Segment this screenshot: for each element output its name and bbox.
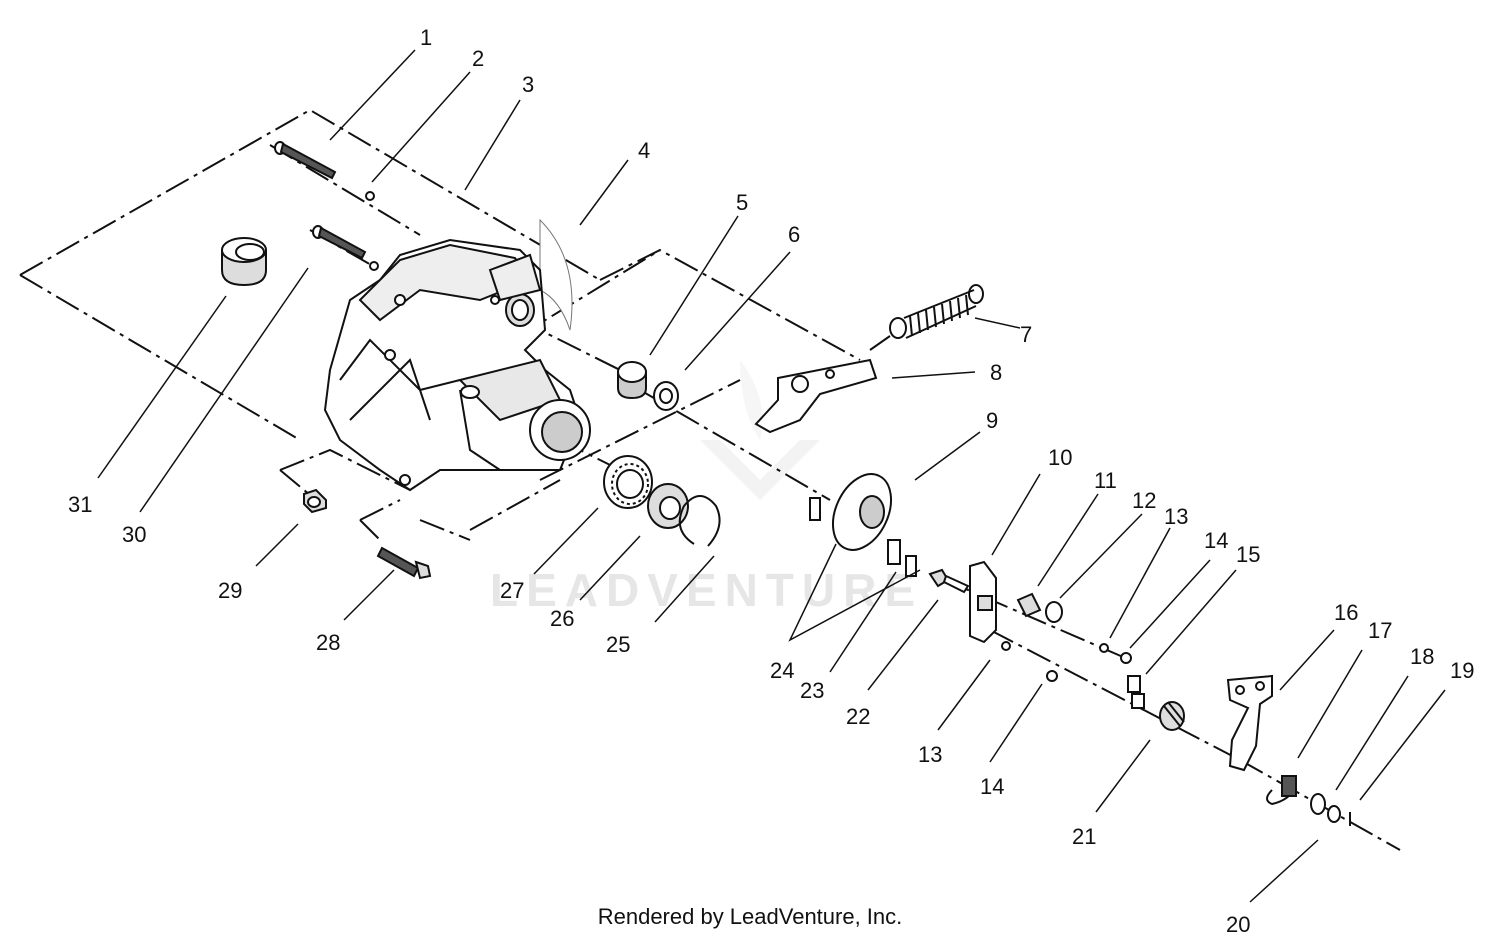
part-26-seal bbox=[647, 483, 689, 529]
callout-29: 29 bbox=[218, 578, 242, 603]
callout-24: 24 bbox=[770, 658, 794, 683]
watermark-text: LEADVENTURE bbox=[490, 564, 923, 616]
callout-labels: 1 2 3 4 5 6 7 8 9 10 11 12 13 14 15 16 1… bbox=[68, 25, 1474, 937]
callout-8: 8 bbox=[990, 360, 1002, 385]
part-8-lever-plate bbox=[754, 358, 878, 434]
part-18-washer bbox=[1310, 793, 1326, 815]
part-17-spring-clip bbox=[1266, 775, 1297, 806]
part-6-seal bbox=[653, 381, 679, 411]
part-9-disc bbox=[831, 473, 893, 551]
callout-4: 4 bbox=[638, 138, 650, 163]
callout-21: 21 bbox=[1072, 824, 1096, 849]
callout-13-lower: 13 bbox=[918, 742, 942, 767]
callout-9: 9 bbox=[986, 408, 998, 433]
part-13-washer-lower bbox=[1001, 641, 1011, 651]
callout-26: 26 bbox=[550, 606, 574, 631]
part-30-bolt bbox=[312, 225, 379, 271]
leader-lines bbox=[97, 49, 1446, 903]
callout-14-lower: 14 bbox=[980, 774, 1004, 799]
part-5-bearing bbox=[617, 361, 647, 400]
part-22-bolt bbox=[928, 568, 970, 594]
callout-16: 16 bbox=[1334, 600, 1358, 625]
callout-17: 17 bbox=[1368, 618, 1392, 643]
part-23-key bbox=[905, 555, 917, 577]
part-29-screw bbox=[303, 488, 327, 514]
footer-credit: Rendered by LeadVenture, Inc. bbox=[0, 904, 1500, 930]
part-14-nut-upper bbox=[1120, 652, 1132, 664]
part-11-spacer bbox=[1016, 592, 1042, 618]
callout-6: 6 bbox=[788, 222, 800, 247]
part-15-pin bbox=[1127, 675, 1145, 709]
part-25-retaining-ring bbox=[678, 495, 721, 547]
callout-3: 3 bbox=[522, 72, 534, 97]
callout-19: 19 bbox=[1450, 658, 1474, 683]
callout-11: 11 bbox=[1094, 468, 1117, 493]
callout-7: 7 bbox=[1020, 322, 1032, 347]
callout-15: 15 bbox=[1236, 542, 1260, 567]
phantom-lines bbox=[19, 108, 1401, 851]
leadventure-watermark-logo bbox=[700, 360, 820, 500]
part-13-washer-upper bbox=[1099, 643, 1109, 653]
callout-5: 5 bbox=[736, 190, 748, 215]
callout-28: 28 bbox=[316, 630, 340, 655]
callout-14-upper: 14 bbox=[1204, 528, 1228, 553]
part-19-clip bbox=[1327, 805, 1351, 826]
callout-1: 1 bbox=[420, 25, 432, 50]
part-14-nut-lower bbox=[1046, 670, 1058, 682]
callout-23: 23 bbox=[800, 678, 824, 703]
part-12-washer bbox=[1045, 601, 1063, 623]
part-31-bushing bbox=[221, 237, 267, 287]
part-1-bolt bbox=[274, 141, 375, 201]
callout-12: 12 bbox=[1132, 488, 1156, 513]
part-16-lever bbox=[1226, 674, 1273, 772]
callout-30: 30 bbox=[122, 522, 146, 547]
callout-18: 18 bbox=[1410, 644, 1434, 669]
callout-13-upper: 13 bbox=[1164, 504, 1188, 529]
callout-31: 31 bbox=[68, 492, 92, 517]
part-21-spring bbox=[1159, 701, 1185, 731]
callout-25: 25 bbox=[606, 632, 630, 657]
part-24-key bbox=[809, 497, 901, 565]
part-28-bolt bbox=[376, 546, 432, 580]
part-10-bracket bbox=[969, 560, 997, 644]
callout-20: 20 bbox=[1226, 912, 1250, 937]
callout-2: 2 bbox=[472, 46, 484, 71]
footer-credit-text: Rendered by LeadVenture, Inc. bbox=[597, 904, 903, 929]
housing-casting bbox=[323, 218, 591, 492]
part-27-ball-bearing bbox=[603, 455, 653, 509]
callout-27: 27 bbox=[500, 578, 524, 603]
callout-10: 10 bbox=[1048, 445, 1072, 470]
part-7-spring bbox=[869, 284, 984, 351]
callout-22: 22 bbox=[846, 704, 870, 729]
